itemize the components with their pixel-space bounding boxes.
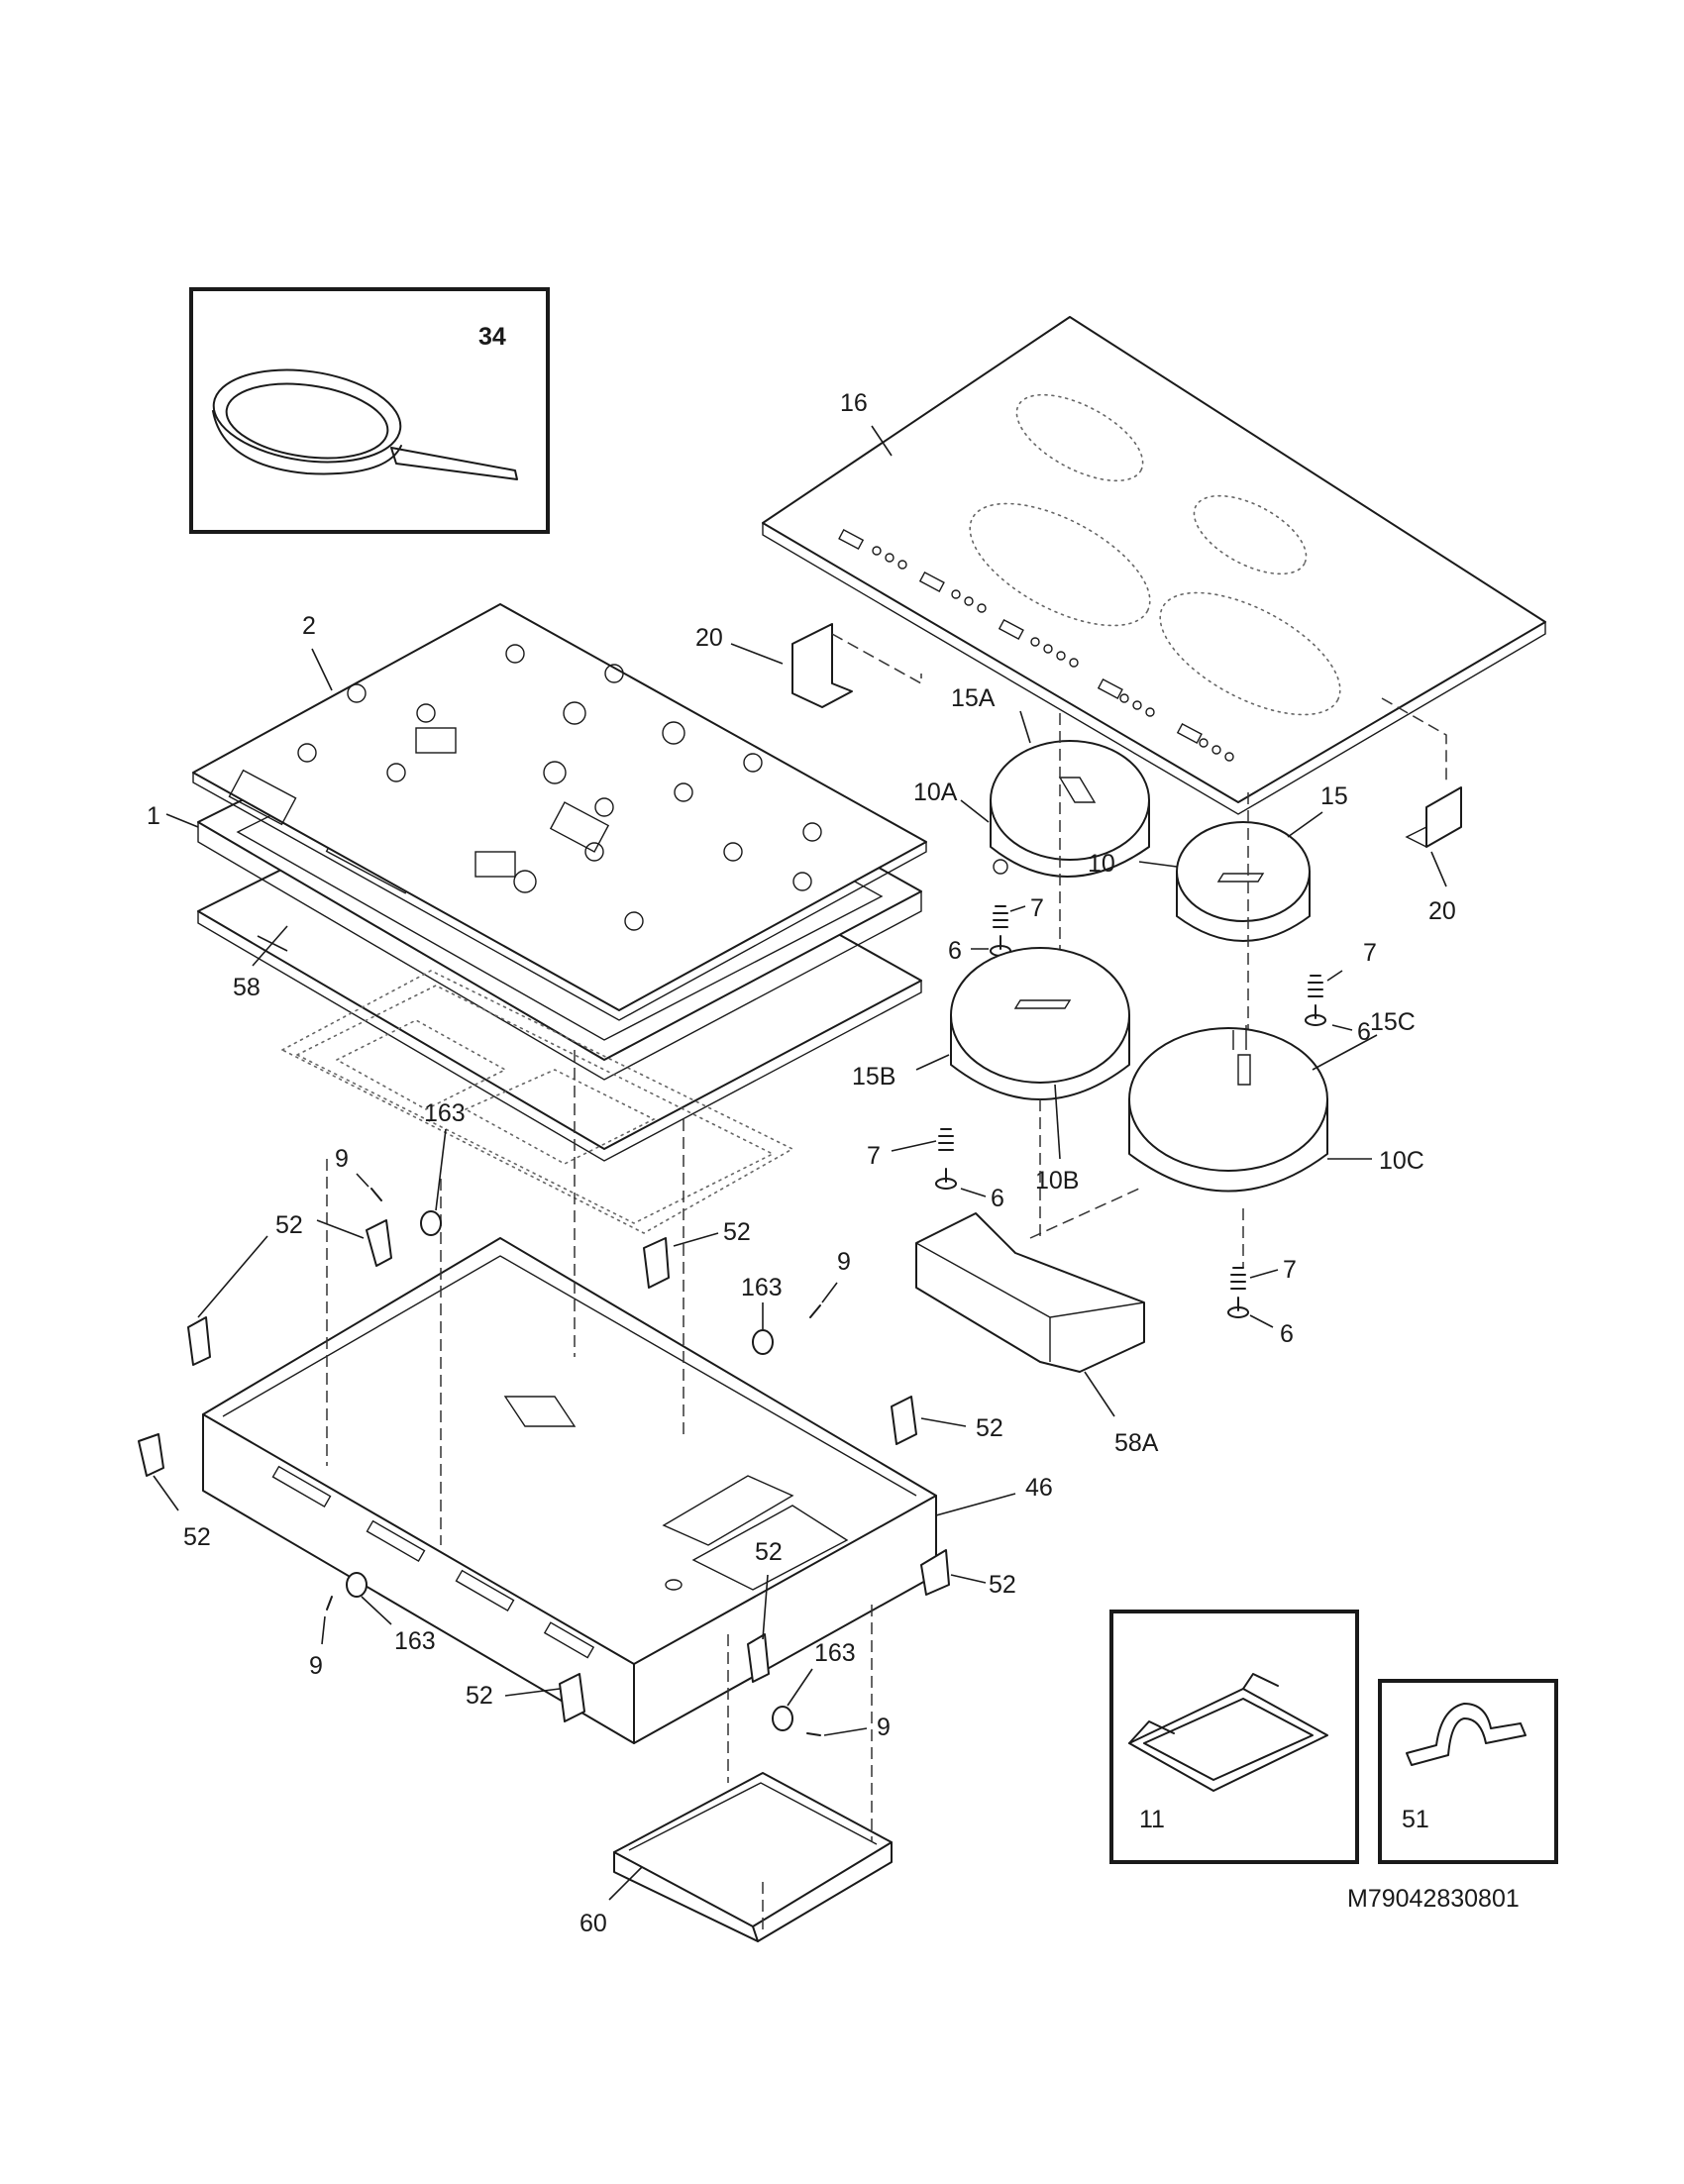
label-16: 16 xyxy=(840,389,868,417)
insulation-58A: 58A xyxy=(915,1188,1159,1457)
label-10b: 10B xyxy=(1035,1167,1079,1195)
label-7a: 7 xyxy=(1030,894,1044,922)
label-51: 51 xyxy=(1402,1806,1429,1833)
label-52f: 52 xyxy=(755,1538,783,1566)
fasteners: 9 163 163 9 9 163 163 9 xyxy=(309,1099,891,1741)
label-9c: 9 xyxy=(309,1652,323,1680)
control-board xyxy=(280,970,794,1234)
chassis-box-46: 46 xyxy=(202,1050,1053,1744)
label-52b: 52 xyxy=(723,1218,751,1246)
label-52a: 52 xyxy=(275,1211,303,1239)
label-46: 46 xyxy=(1025,1474,1053,1502)
label-15c: 15C xyxy=(1370,1008,1416,1036)
tray-60: 60 xyxy=(579,1605,893,1942)
inset-clamp-51: 51 xyxy=(1378,1679,1558,1864)
label-6d: 6 xyxy=(1280,1320,1294,1348)
label-20a: 20 xyxy=(695,624,723,652)
label-11: 11 xyxy=(1139,1806,1165,1833)
panel-2: 2 xyxy=(192,603,927,1021)
label-34: 34 xyxy=(478,323,506,351)
inset-bracket-11: 11 xyxy=(1109,1610,1359,1864)
label-10c: 10C xyxy=(1379,1147,1424,1175)
glass-cooktop-16: 16 xyxy=(762,316,1546,815)
label-6c: 6 xyxy=(991,1185,1004,1212)
label-163d: 163 xyxy=(814,1639,856,1667)
label-15a: 15A xyxy=(951,684,996,712)
label-6a: 6 xyxy=(948,937,962,965)
label-163a: 163 xyxy=(424,1099,466,1127)
element-15-10: 15 10 7 6 xyxy=(1088,782,1377,1050)
label-58a: 58A xyxy=(1114,1429,1159,1457)
label-52g: 52 xyxy=(466,1682,493,1710)
label-9a: 9 xyxy=(335,1145,349,1173)
label-7d: 7 xyxy=(1283,1256,1297,1284)
model-code: M79042830801 xyxy=(1347,1885,1520,1913)
label-52c: 52 xyxy=(976,1414,1003,1442)
label-52d: 52 xyxy=(183,1523,211,1551)
label-163c: 163 xyxy=(394,1627,436,1655)
label-163b: 163 xyxy=(741,1274,783,1301)
label-60: 60 xyxy=(579,1910,607,1937)
label-7c: 7 xyxy=(867,1142,881,1170)
label-15b: 15B xyxy=(852,1063,895,1091)
label-58: 58 xyxy=(233,974,261,1001)
element-15C-10C: 15C 10C 7 6 xyxy=(1128,1008,1424,1348)
label-20b: 20 xyxy=(1428,897,1456,925)
label-7b: 7 xyxy=(1363,939,1377,967)
inset-skillet: 34 xyxy=(189,287,550,534)
element-15B-10B: 15B 7 6 10B xyxy=(852,947,1130,1238)
label-6b: 6 xyxy=(1357,1018,1371,1046)
label-10a: 10A xyxy=(913,779,958,806)
label-1: 1 xyxy=(147,802,160,830)
label-10: 10 xyxy=(1088,850,1115,878)
label-2: 2 xyxy=(302,612,316,640)
bracket-20-right: 20 xyxy=(1381,697,1462,925)
label-52e: 52 xyxy=(989,1571,1016,1599)
label-9b: 9 xyxy=(837,1248,851,1276)
clips-52: 52 52 52 52 52 52 52 xyxy=(138,1211,1016,1722)
label-15: 15 xyxy=(1320,782,1348,810)
label-9d: 9 xyxy=(877,1714,891,1741)
bracket-20-left: 20 xyxy=(695,623,922,708)
